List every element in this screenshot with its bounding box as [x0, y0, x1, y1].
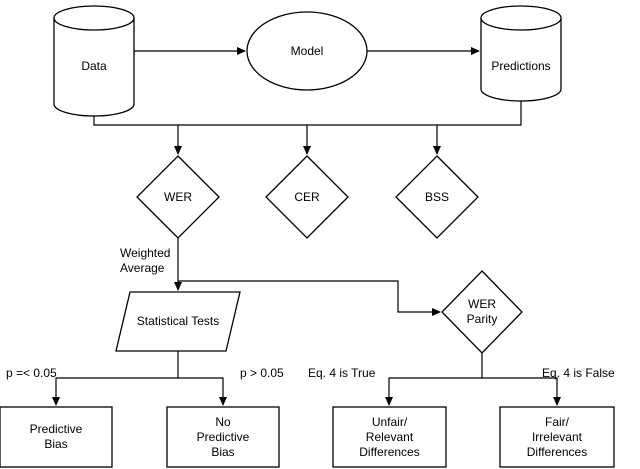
- predictions-label: Predictions: [491, 58, 551, 73]
- fair-irrelevant-label: Fair/ Irrelevant Differences: [526, 414, 588, 459]
- p-le-label: p =< 0.05: [6, 366, 57, 380]
- bss-label: BSS: [424, 189, 449, 204]
- edge-bus: [93, 101, 522, 126]
- edge-parity-split: [385, 353, 483, 406]
- no-predictive-bias-label: No Predictive Bias: [196, 414, 250, 459]
- eq4-false-label: Eq. 4 is False: [542, 366, 615, 380]
- statistical-tests-parallelogram: [115, 291, 241, 352]
- edge-parity-split-right: [482, 377, 561, 406]
- data-cylinder: [53, 5, 135, 117]
- bss-diamond: [395, 155, 479, 239]
- predictions-cylinder: [480, 5, 562, 102]
- wer-parity-label: WER Parity: [466, 297, 498, 326]
- unfair-relevant-box: [332, 406, 447, 468]
- edge-stat-split: [52, 351, 179, 406]
- model-label: Model: [290, 43, 324, 58]
- predictive-bias-label: Predictive Bias: [29, 422, 83, 451]
- cer-label: CER: [294, 189, 320, 204]
- edge-to-wer-parity: [178, 280, 441, 316]
- statistical-tests-label: Statistical Tests: [136, 313, 220, 328]
- p-gt-label: p > 0.05: [240, 366, 284, 380]
- cer-diamond: [265, 155, 349, 239]
- no-predictive-bias-box: [166, 406, 280, 468]
- eq4-true-label: Eq. 4 is True: [308, 366, 376, 380]
- predictive-bias-box: [0, 406, 113, 468]
- weighted-average-label: Weighted Average: [120, 246, 171, 275]
- wer-label: WER: [164, 189, 192, 204]
- data-label: Data: [81, 58, 107, 73]
- fair-irrelevant-box: [499, 406, 615, 468]
- unfair-relevant-label: Unfair/ Relevant Differences: [359, 414, 420, 459]
- edge-stat-split-right: [178, 377, 227, 406]
